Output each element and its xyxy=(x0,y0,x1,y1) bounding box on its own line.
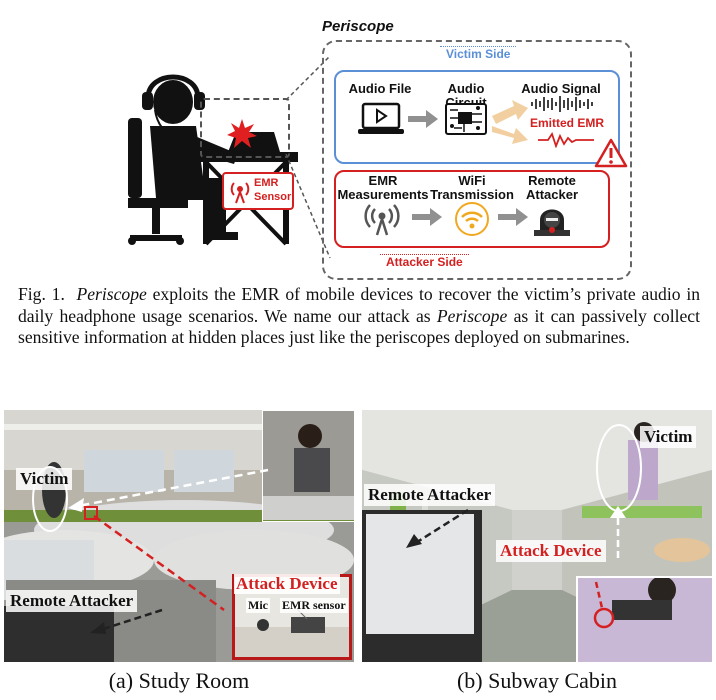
figure-caption: Fig. 1. Periscope exploits the EMR of mo… xyxy=(18,284,700,349)
warning-icon xyxy=(594,138,628,168)
laptop-highlight-box xyxy=(200,98,290,158)
antenna-icon xyxy=(364,204,400,236)
victim-highlight-ellipse xyxy=(32,466,68,532)
victim-label-b: Victim xyxy=(640,426,697,448)
emr-burst-icon xyxy=(227,119,257,148)
victim-inset xyxy=(262,410,354,522)
remote-attacker-arrow-b xyxy=(406,508,469,548)
subcaption-b: (b) Subway Cabin xyxy=(456,668,618,693)
emr-sensor-label: EMR Sensor xyxy=(254,177,292,203)
caption-prefix: Fig. 1. xyxy=(18,284,65,304)
mic-label: Mic xyxy=(246,598,270,613)
attack-device-pointer xyxy=(93,514,225,612)
emitted-emr-label: Emitted EMR xyxy=(530,116,605,130)
caption-text-2: as it can passively collect sensitive in… xyxy=(18,305,700,348)
study-room-scene xyxy=(4,410,354,662)
arrow-right-icon xyxy=(408,110,438,128)
circuit-board-icon xyxy=(445,103,487,135)
wifi-transmission-label: WiFi Transmission xyxy=(430,173,514,202)
attacker-side-box xyxy=(334,170,610,248)
attack-device-label-b: Attack Device xyxy=(496,540,606,562)
caption-text-1: exploits the EMR of mobile devices to re… xyxy=(18,284,701,326)
audio-file-label: Audio File xyxy=(348,81,412,96)
attack-device-circle xyxy=(593,581,615,629)
wifi-icon xyxy=(455,202,489,236)
victim-pointer-arrow xyxy=(68,468,269,512)
emr-sensor-photo-label: EMR sensor xyxy=(280,598,348,613)
attack-device-label-a: Attack Device xyxy=(234,574,340,594)
figure-title: Periscope xyxy=(322,18,394,35)
periscope-container xyxy=(322,40,632,280)
caption-name: Periscope xyxy=(76,284,147,304)
laptop-play-icon xyxy=(358,102,404,134)
subcaption-a: (a) Study Room xyxy=(108,668,250,693)
victim-side-box xyxy=(334,70,620,164)
device-photo xyxy=(235,608,349,657)
remote-attacker-label-b: Remote Attacker xyxy=(364,484,496,506)
remote-attacker-label: Remote Attacker xyxy=(525,173,579,202)
caption-name-2: Periscope xyxy=(436,305,508,326)
photo-study-room: Victim Attack Device Mic EMR sensor Remo… xyxy=(4,410,354,662)
remote-attacker-arrow-a xyxy=(90,608,163,634)
emr-measurements-label: EMR Measurements xyxy=(337,173,429,202)
victim-label-a: Victim xyxy=(16,468,73,490)
victim-pointer-arrow-b xyxy=(610,506,626,558)
arrow-right-icon-3 xyxy=(498,208,528,226)
audio-signal-label: Audio Signal xyxy=(521,81,601,96)
victim-side-label: Victim Side xyxy=(440,46,517,61)
victim-highlight-ellipse-b xyxy=(596,424,642,512)
arrow-right-icon-2 xyxy=(412,208,442,226)
attack-device-inset-b xyxy=(576,576,712,662)
waveform-icon xyxy=(531,96,593,112)
attack-device-marker xyxy=(84,506,98,520)
sensor-antenna-icon xyxy=(230,182,250,204)
split-arrows-icon xyxy=(492,100,528,144)
attacker-side-label: Attacker Side xyxy=(380,254,469,269)
photo-subway-cabin: Victim Remote Attacker Attack Device xyxy=(362,410,712,662)
hacker-icon xyxy=(534,209,570,236)
emr-wave-icon xyxy=(538,132,594,148)
emr-sensor-box: EMR Sensor xyxy=(222,172,294,210)
remote-attacker-label-a: Remote Attacker xyxy=(6,590,138,612)
